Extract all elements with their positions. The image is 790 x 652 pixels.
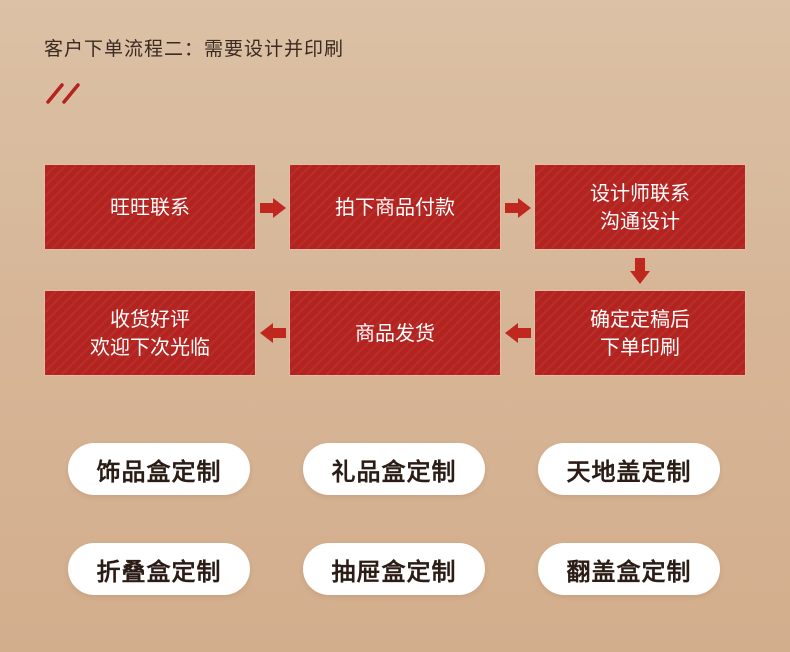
step-label-line1: 拍下商品付款 [335,195,455,219]
arrow-left-icon [260,323,286,343]
step-order-payment: 拍下商品付款 [289,164,501,250]
step-label-line2: 下单印刷 [600,335,680,359]
arrow-down-icon [630,258,650,284]
step-label-line1: 商品发货 [355,321,435,345]
step-label-line1: 收货好评 [110,307,190,331]
step-confirm-print: 确定定稿后 下单印刷 [534,290,746,376]
step-designer-contact: 设计师联系 沟通设计 [534,164,746,250]
product-lid-base-box[interactable]: 天地盖定制 [538,443,720,495]
step-label-line2: 欢迎下次光临 [90,335,210,359]
double-slash-decoration [46,83,80,104]
step-label-line1: 确定定稿后 [590,307,690,331]
step-label-line1: 设计师联系 [590,181,690,205]
arrow-right-icon [260,198,286,218]
product-flip-lid-box[interactable]: 翻盖盒定制 [538,543,720,595]
page-title: 客户下单流程二：需要设计并印刷 [44,38,345,60]
step-shipping: 商品发货 [289,290,501,376]
product-jewelry-box[interactable]: 饰品盒定制 [68,443,250,495]
step-label-line2: 沟通设计 [600,209,680,233]
step-receive-review: 收货好评 欢迎下次光临 [44,290,256,376]
product-gift-box[interactable]: 礼品盒定制 [303,443,485,495]
arrow-left-icon [505,323,531,343]
arrow-right-icon [505,198,531,218]
product-folding-box[interactable]: 折叠盒定制 [68,543,250,595]
product-drawer-box[interactable]: 抽屉盒定制 [303,543,485,595]
step-label-line1: 旺旺联系 [110,195,190,219]
step-wangwang-contact: 旺旺联系 [44,164,256,250]
